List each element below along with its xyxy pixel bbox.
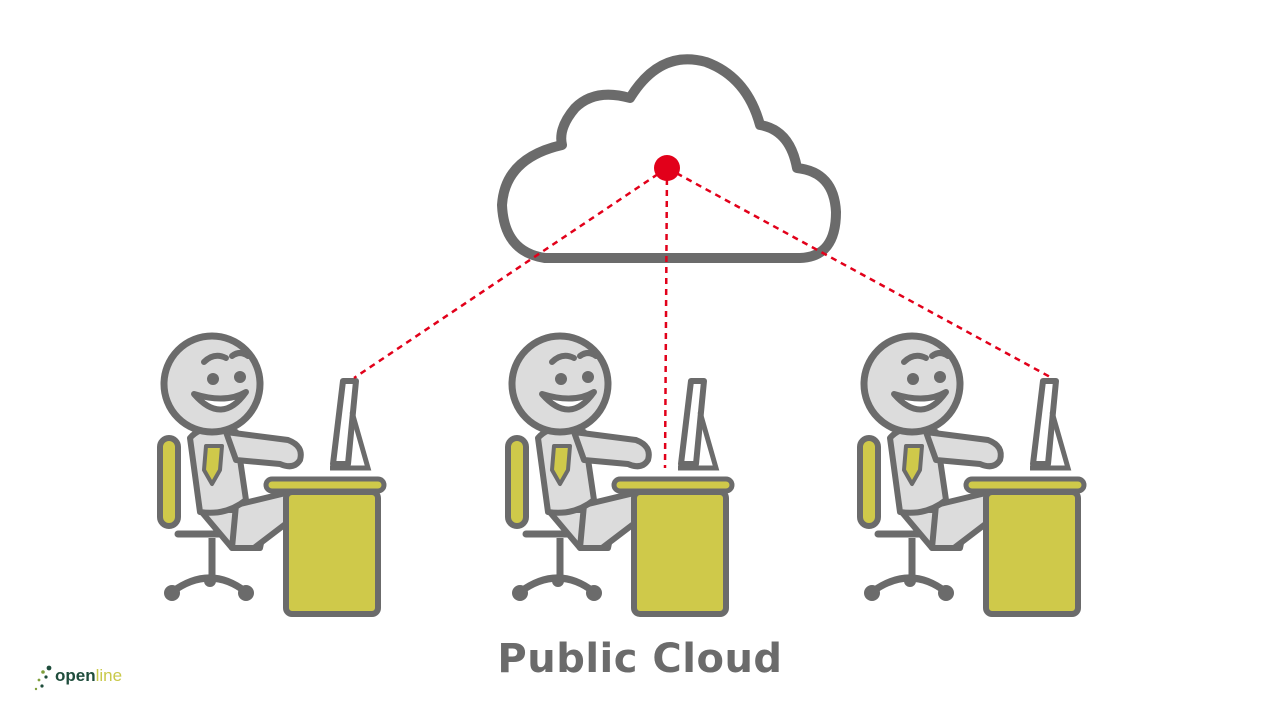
connection-left [353,166,668,380]
logo-dots-icon [34,665,52,691]
network-node-icon [654,155,680,181]
openline-logo: openline [34,662,164,692]
diagram-caption: Public Cloud [497,636,783,682]
workstation-center [508,336,732,614]
workstation-left [160,336,384,614]
workstation-right [860,336,1084,614]
connection-right [666,166,1053,380]
logo-text-open: open [55,666,96,685]
connections [353,166,1053,469]
logo-text: openline [55,666,122,686]
logo-text-line: line [95,666,123,685]
